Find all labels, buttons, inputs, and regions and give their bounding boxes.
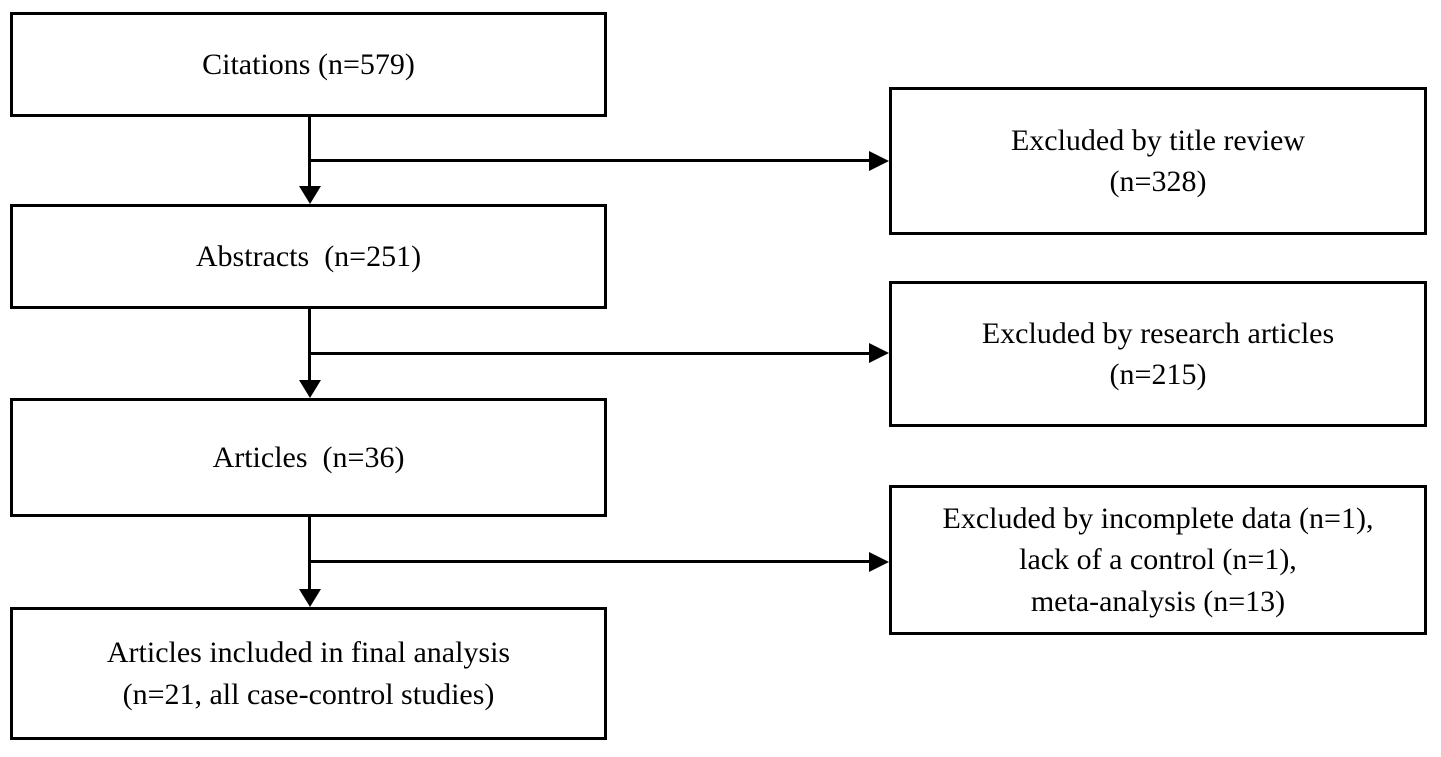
box-excluded-other-reasons-label: Excluded by incomplete data (n=1), lack …: [942, 501, 1374, 618]
box-excluded-title-review-label: Excluded by title review (n=328): [1010, 123, 1306, 198]
box-abstracts-label: Abstracts (n=251): [195, 239, 422, 273]
box-final-analysis-label: Articles included in final analysis (n=2…: [106, 636, 511, 711]
arrowhead-right-icon: [869, 151, 889, 171]
box-excluded-other-reasons: Excluded by incomplete data (n=1), lack …: [889, 485, 1427, 635]
box-citations-label: Citations (n=579): [202, 47, 415, 81]
flow-line-to-excluded-other-reasons: [308, 560, 869, 563]
flow-line-abstracts-to-articles: [308, 309, 311, 382]
box-abstracts: Abstracts (n=251): [10, 204, 607, 309]
arrowhead-right-icon: [869, 552, 889, 572]
arrowhead-down-icon: [299, 589, 321, 607]
box-excluded-research-articles: Excluded by research articles (n=215): [889, 281, 1427, 427]
arrowhead-right-icon: [869, 343, 889, 363]
box-excluded-research-articles-label: Excluded by research articles (n=215): [981, 316, 1335, 391]
flow-line-to-excluded-research-articles: [308, 352, 869, 355]
box-final-analysis: Articles included in final analysis (n=2…: [10, 607, 607, 740]
flow-line-articles-to-final-analysis: [308, 517, 311, 591]
box-citations: Citations (n=579): [10, 12, 607, 117]
box-articles-label: Articles (n=36): [212, 440, 405, 474]
arrowhead-down-icon: [299, 186, 321, 204]
box-excluded-title-review: Excluded by title review (n=328): [889, 87, 1427, 235]
box-articles: Articles (n=36): [10, 398, 607, 517]
arrowhead-down-icon: [299, 380, 321, 398]
flow-line-to-excluded-title-review: [308, 159, 869, 162]
flow-line-citations-to-abstracts: [308, 117, 311, 188]
